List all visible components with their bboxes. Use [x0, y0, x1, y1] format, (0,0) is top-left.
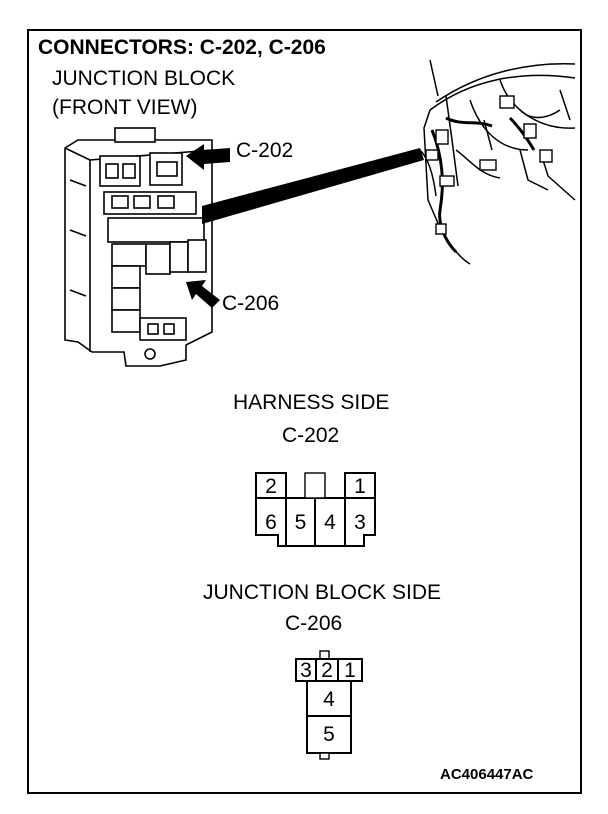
jb-connector-label: C-206: [285, 612, 343, 635]
figure-id: AC406447AC: [440, 766, 534, 783]
c202-pin: 4: [324, 511, 336, 534]
c206-pin: 5: [323, 723, 335, 746]
c206-pin: 2: [321, 659, 333, 682]
c202-pin: 3: [354, 511, 366, 534]
c202-pin: 1: [354, 475, 366, 498]
subtitle-front-view: (FRONT VIEW): [52, 96, 198, 119]
arrow-c206-icon: [186, 280, 220, 308]
harness-side-heading: HARNESS SIDE: [233, 391, 390, 414]
c202-connector-face: [255, 472, 376, 547]
c202-pin: 5: [294, 511, 307, 534]
callout-c202-label: C-202: [236, 139, 294, 162]
arrow-c202-icon: [186, 144, 230, 170]
c206-pin: 1: [344, 659, 356, 682]
harness-connector-label: C-202: [282, 424, 340, 447]
c206-pin: 3: [300, 659, 312, 682]
junction-block-drawing: [64, 127, 213, 367]
c206-connector-face: [295, 650, 363, 760]
wiring-connectors-drawing: [425, 95, 553, 235]
c202-pin: 6: [265, 511, 277, 534]
c202-pin: 2: [265, 475, 277, 498]
subtitle-junction-block: JUNCTION BLOCK: [52, 67, 236, 90]
c206-pin: 4: [323, 688, 335, 711]
location-pointer-icon: [202, 148, 424, 224]
diagram-frame: [27, 29, 582, 794]
jb-side-heading: JUNCTION BLOCK SIDE: [203, 581, 442, 604]
diagram-title: CONNECTORS: C-202, C-206: [38, 36, 326, 59]
callout-c206-label: C-206: [222, 292, 280, 315]
vehicle-dashboard-drawing: [419, 59, 576, 265]
